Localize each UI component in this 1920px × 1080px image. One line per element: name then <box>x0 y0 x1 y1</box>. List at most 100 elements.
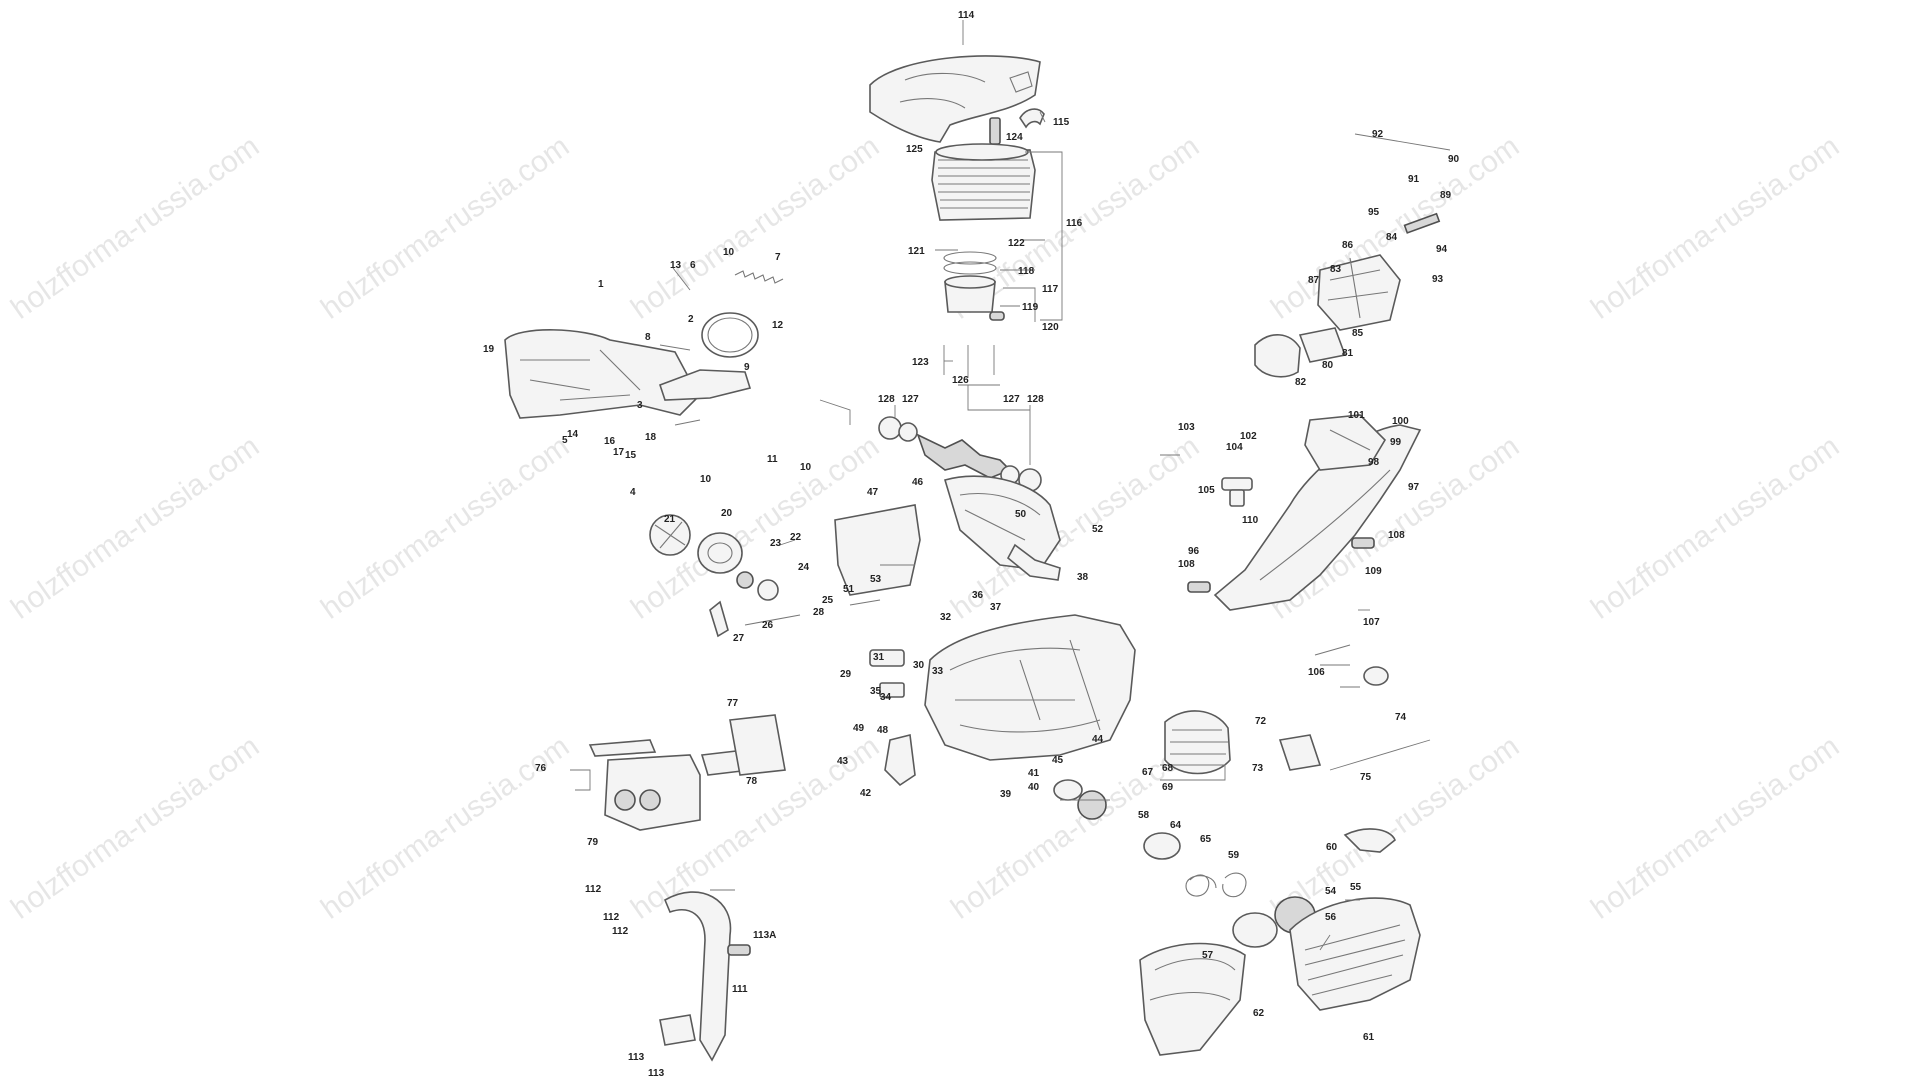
callout-78: 78 <box>746 776 758 787</box>
callout-62: 62 <box>1253 1008 1265 1019</box>
callout-57: 57 <box>1202 950 1214 961</box>
part-piston-pin <box>989 311 1005 321</box>
callout-104: 104 <box>1226 442 1243 453</box>
part-spark-plug-cap <box>1019 108 1045 129</box>
callout-101: 101 <box>1348 410 1365 421</box>
part-damper-105 <box>1229 489 1245 507</box>
callout-110: 110 <box>1242 515 1259 526</box>
callout-99: 99 <box>1390 437 1402 448</box>
part-spark-plug <box>989 117 1001 145</box>
callout-113b: 113 <box>648 1068 665 1079</box>
callout-14: 14 <box>567 429 579 440</box>
callout-10c: 10 <box>700 474 712 485</box>
callout-89: 89 <box>1440 190 1452 201</box>
part-bar-spring-113A <box>727 944 751 956</box>
watermark-text: holzfforma-russia.com <box>315 430 575 626</box>
callout-10a: 10 <box>723 247 735 258</box>
callout-94: 94 <box>1436 244 1448 255</box>
callout-27: 27 <box>733 633 745 644</box>
callout-84: 84 <box>1386 232 1398 243</box>
callout-48: 48 <box>877 725 889 736</box>
callout-82: 82 <box>1295 377 1307 388</box>
callout-59: 59 <box>1228 850 1240 861</box>
part-starter-spring-65 <box>1185 874 1217 897</box>
callout-50: 50 <box>1015 509 1027 520</box>
part-bar-plate <box>659 1014 696 1046</box>
callout-128a: 128 <box>878 394 895 405</box>
part-piston-ring-upper <box>943 251 997 265</box>
callout-31: 31 <box>873 652 885 663</box>
part-starter-pawl-hub <box>1077 790 1107 820</box>
part-crankcase-detail <box>949 639 1101 733</box>
callout-74: 74 <box>1395 712 1407 723</box>
callout-95: 95 <box>1368 207 1380 218</box>
callout-128b: 128 <box>1027 394 1044 405</box>
callout-6: 6 <box>690 260 696 271</box>
callout-38: 38 <box>1077 572 1089 583</box>
part-oil-cap-106 <box>1363 666 1389 686</box>
callout-22: 22 <box>790 532 802 543</box>
callout-19a: 19 <box>483 344 495 355</box>
callout-24: 24 <box>798 562 810 573</box>
callout-44: 44 <box>1092 734 1104 745</box>
part-side-cover <box>944 475 1061 571</box>
callout-29: 29 <box>840 669 852 680</box>
callout-65: 65 <box>1200 834 1212 845</box>
callout-75: 75 <box>1360 772 1372 783</box>
part-oil-pump-drive <box>709 600 729 638</box>
part-fan-cover-62 <box>1139 942 1246 1056</box>
callout-97: 97 <box>1408 482 1420 493</box>
part-cylinder-top <box>935 143 1029 161</box>
part-spring-7 <box>734 270 784 284</box>
callout-80: 80 <box>1322 360 1334 371</box>
callout-98: 98 <box>1368 457 1380 468</box>
callout-93: 93 <box>1432 274 1444 285</box>
callout-111: 111 <box>732 984 748 995</box>
callout-16: 16 <box>604 436 616 447</box>
callout-123: 123 <box>912 357 929 368</box>
part-air-filter <box>1254 334 1301 378</box>
callout-90: 90 <box>1448 154 1460 165</box>
part-starter-reel-60 <box>1232 912 1278 948</box>
part-crankcase <box>924 614 1136 761</box>
part-brake-band-inner <box>707 317 753 353</box>
callout-69: 69 <box>1162 782 1174 793</box>
callout-2: 2 <box>688 314 694 325</box>
part-rear-handle-housing <box>504 329 702 419</box>
callout-64: 64 <box>1170 820 1182 831</box>
callout-112a: 112 <box>585 884 602 895</box>
part-heat-plate <box>729 714 786 776</box>
callout-7: 7 <box>775 252 781 263</box>
callout-72: 72 <box>1255 716 1267 727</box>
part-handle-cover <box>1304 414 1387 471</box>
part-front-handle-shroud <box>1213 424 1422 611</box>
part-bracket-31 <box>869 649 905 667</box>
callout-114: 114 <box>958 10 975 21</box>
callout-39: 39 <box>1000 789 1012 800</box>
part-clutch-drum <box>697 532 743 574</box>
callout-23: 23 <box>770 538 782 549</box>
callout-73: 73 <box>1252 763 1264 774</box>
callout-107: 107 <box>1363 617 1380 628</box>
callout-105: 105 <box>1198 485 1215 496</box>
callout-40: 40 <box>1028 782 1040 793</box>
callout-85: 85 <box>1352 328 1364 339</box>
part-brake-band <box>701 312 759 358</box>
callout-108b: 108 <box>1388 530 1405 541</box>
callout-108a: 108 <box>1178 559 1195 570</box>
callout-47: 47 <box>867 487 879 498</box>
callout-119: 119 <box>1022 302 1039 313</box>
callout-92: 92 <box>1372 129 1384 140</box>
callout-91: 91 <box>1408 174 1420 185</box>
callout-118: 118 <box>1018 266 1035 277</box>
part-starter-pulley-64 <box>1143 832 1181 860</box>
part-oil-tank-clip <box>1314 644 1351 666</box>
part-bracket-30 <box>879 682 905 698</box>
part-intake-manifold <box>1298 327 1347 363</box>
part-ignition-lead <box>1329 739 1431 771</box>
callout-56: 56 <box>1325 912 1337 923</box>
callout-46: 46 <box>912 477 924 488</box>
